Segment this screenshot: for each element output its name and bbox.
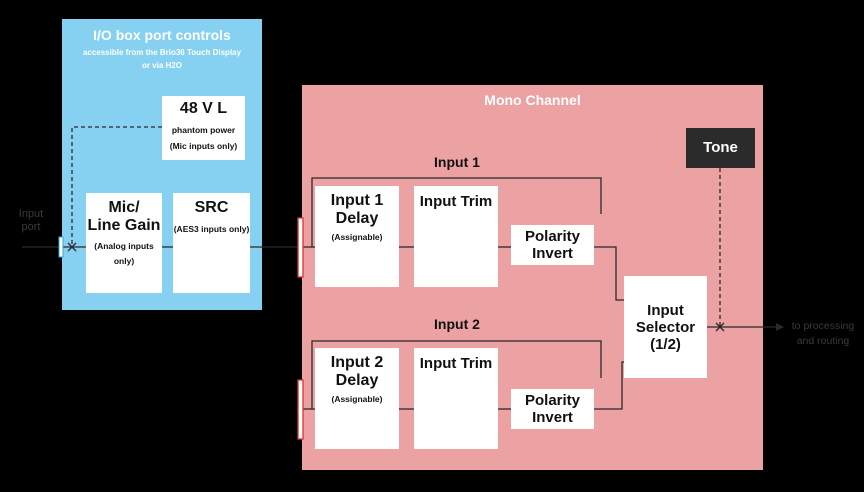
phantom-line2: (Mic inputs only) [169, 141, 238, 151]
input1-delay-box: Input 1 Delay (Assignable) [315, 186, 399, 287]
input-selector-box: Input Selector (1/2) [624, 276, 707, 378]
input1-delay-line2: Delay [335, 210, 379, 227]
phantom-title: 48 V L [179, 100, 228, 117]
input-port-marker [58, 236, 64, 258]
mono-channel-title: Mono Channel [484, 92, 581, 108]
phantom-line1: phantom power [171, 125, 236, 135]
input1-delay-line1: Input 1 [330, 192, 384, 209]
output-arrow [776, 323, 784, 331]
mic-gain-note2: only) [113, 256, 135, 266]
output-line1: to processing [791, 320, 855, 332]
io-box-subtitle-1: accessible from the Brio36 Touch Display [82, 48, 242, 57]
input2-polarity-line2: Invert [532, 409, 573, 426]
src-box: SRC (AES3 inputs only) [173, 193, 250, 293]
phantom-power-box: 48 V L phantom power (Mic inputs only) [162, 96, 245, 160]
input2-trim-box: Input Trim [414, 348, 498, 449]
output-label: to processing and routing [782, 320, 864, 348]
selector-line2: Selector [635, 318, 696, 336]
src-title: SRC [194, 199, 229, 216]
io-box-header: I/O box port controls accessible from th… [62, 27, 262, 72]
wire-polarity1-selector [594, 246, 624, 301]
selector-line3: (1/2) [650, 335, 681, 353]
io-box-title: I/O box port controls [93, 27, 231, 43]
output-line2: and routing [796, 335, 850, 347]
tone-box: Tone [686, 128, 755, 168]
mic-gain-note1: (Analog inputs [94, 241, 154, 251]
input2-delay-note: (Assignable) [331, 394, 383, 404]
input1-trim-label: Input Trim [419, 193, 493, 210]
mono-input2-marker [297, 379, 304, 440]
selector-line1: Input [647, 301, 684, 319]
mono-input1-marker [297, 217, 304, 278]
src-note: (AES3 inputs only) [173, 224, 250, 234]
mic-line-gain-box: Mic/ Line Gain (Analog inputs only) [86, 193, 162, 293]
input1-trim-box: Input Trim [414, 186, 498, 287]
wire-input1-bypass [311, 177, 602, 247]
mic-gain-line1: Mic/ [108, 199, 140, 216]
input2-polarity-line1: Polarity [524, 392, 581, 409]
input2-delay-box: Input 2 Delay (Assignable) [315, 348, 399, 449]
input-port-line2: port [21, 221, 41, 233]
tone-label: Tone [703, 139, 738, 156]
wire-polarity2-selector [594, 361, 624, 410]
input2-delay-line2: Delay [335, 372, 379, 389]
mic-gain-line2: Line Gain [87, 217, 161, 234]
input1-polarity-line2: Invert [532, 245, 573, 262]
input-port-line1: Input [18, 208, 44, 220]
input1-polarity-line1: Polarity [524, 228, 581, 245]
input1-label: Input 1 [434, 154, 480, 170]
input2-label: Input 2 [434, 316, 480, 332]
input1-delay-note: (Assignable) [331, 232, 383, 242]
input-port-label: Input port [6, 208, 56, 234]
input2-polarity-box: Polarity Invert [511, 389, 594, 429]
phantom-control-line [71, 126, 162, 247]
input2-trim-label: Input Trim [419, 355, 493, 372]
input1-polarity-box: Polarity Invert [511, 225, 594, 265]
wire-input2-bypass [311, 340, 602, 409]
io-box-subtitle-2: or via H2O [141, 61, 182, 70]
input2-delay-line1: Input 2 [330, 354, 384, 371]
